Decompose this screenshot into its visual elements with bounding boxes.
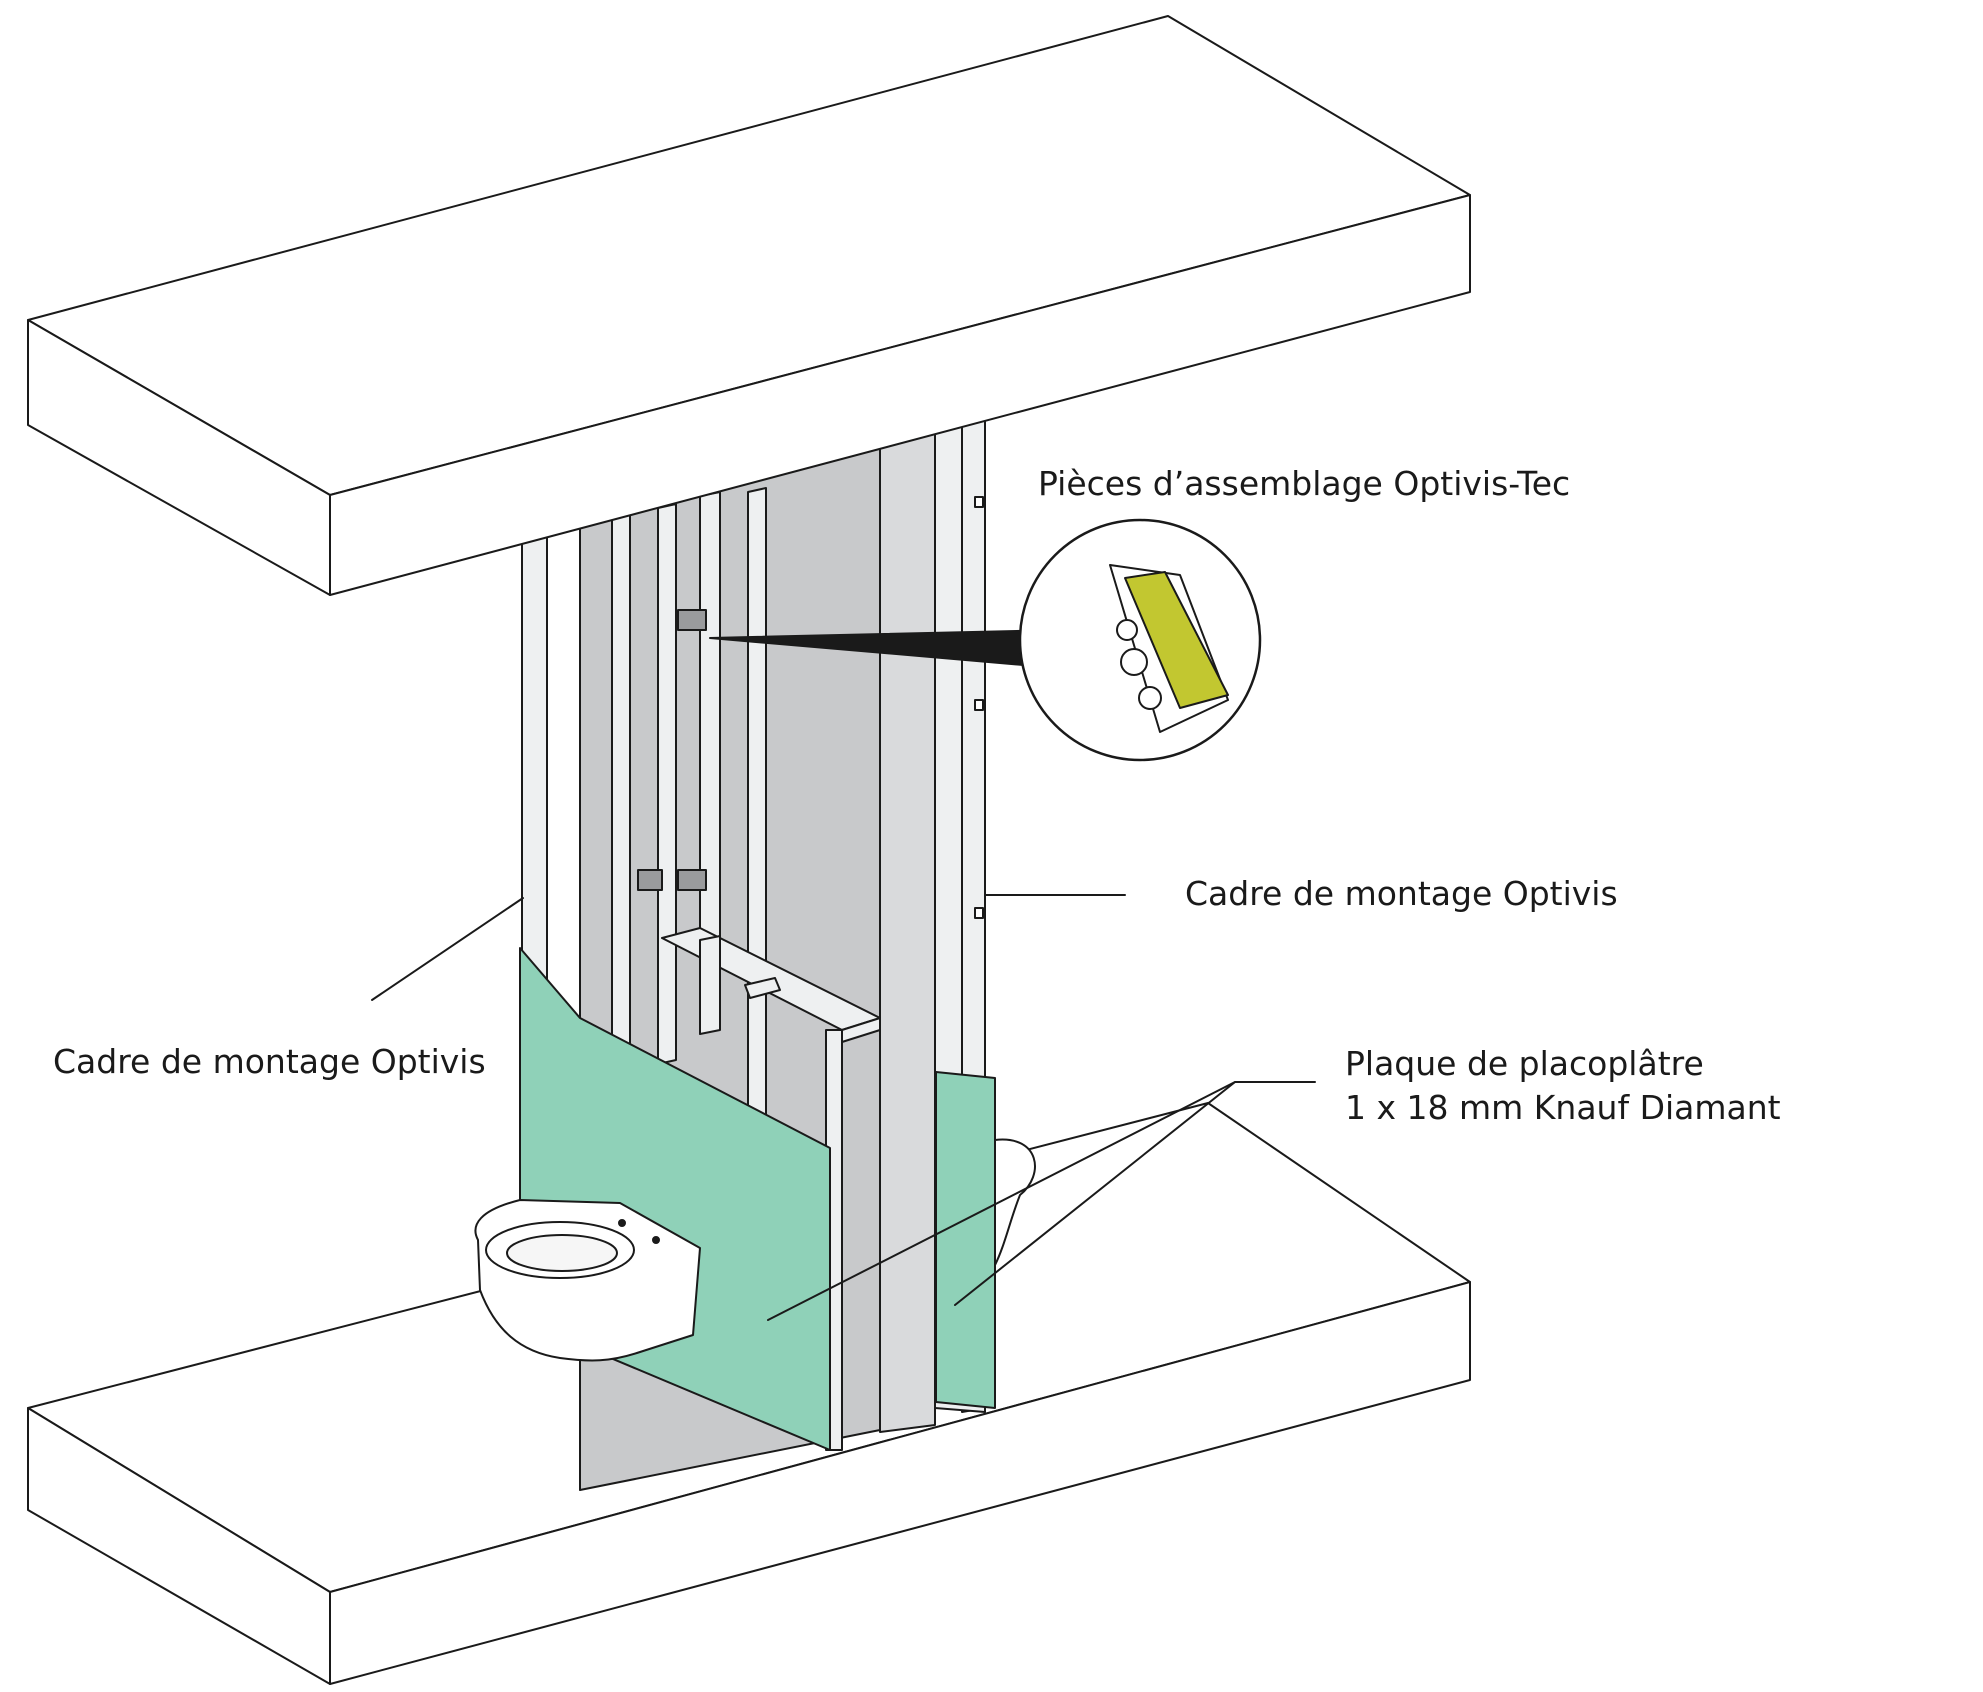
leader-lines <box>371 894 1316 1321</box>
assembly-parts-text: Pièces d’assemblage Optivis-Tec <box>1038 464 1571 503</box>
toilet-left <box>474 1199 701 1362</box>
label-frame-right: Cadre de montage Optivis <box>1185 872 1618 916</box>
ceiling-slab <box>27 15 1471 596</box>
label-assembly-parts: Pièces d’assemblage Optivis-Tec <box>1038 462 1570 506</box>
wc-support-frame <box>661 927 881 1043</box>
board-line2-text: 1 x 18 mm Knauf Diamant <box>1345 1088 1781 1127</box>
gypsum-board-right <box>935 1071 996 1409</box>
toilet-right <box>994 1138 1036 1266</box>
label-gypsum-board: Plaque de placoplâtre 1 x 18 mm Knauf Di… <box>1345 1042 1781 1130</box>
connector-detail-callout <box>709 518 1262 762</box>
label-frame-left: Cadre de montage Optivis <box>53 1040 486 1084</box>
frame-right-text: Cadre de montage Optivis <box>1185 874 1618 913</box>
board-line1-text: Plaque de placoplâtre <box>1345 1044 1704 1083</box>
frame-connectors <box>637 609 707 891</box>
frame-left-text: Cadre de montage Optivis <box>53 1042 486 1081</box>
